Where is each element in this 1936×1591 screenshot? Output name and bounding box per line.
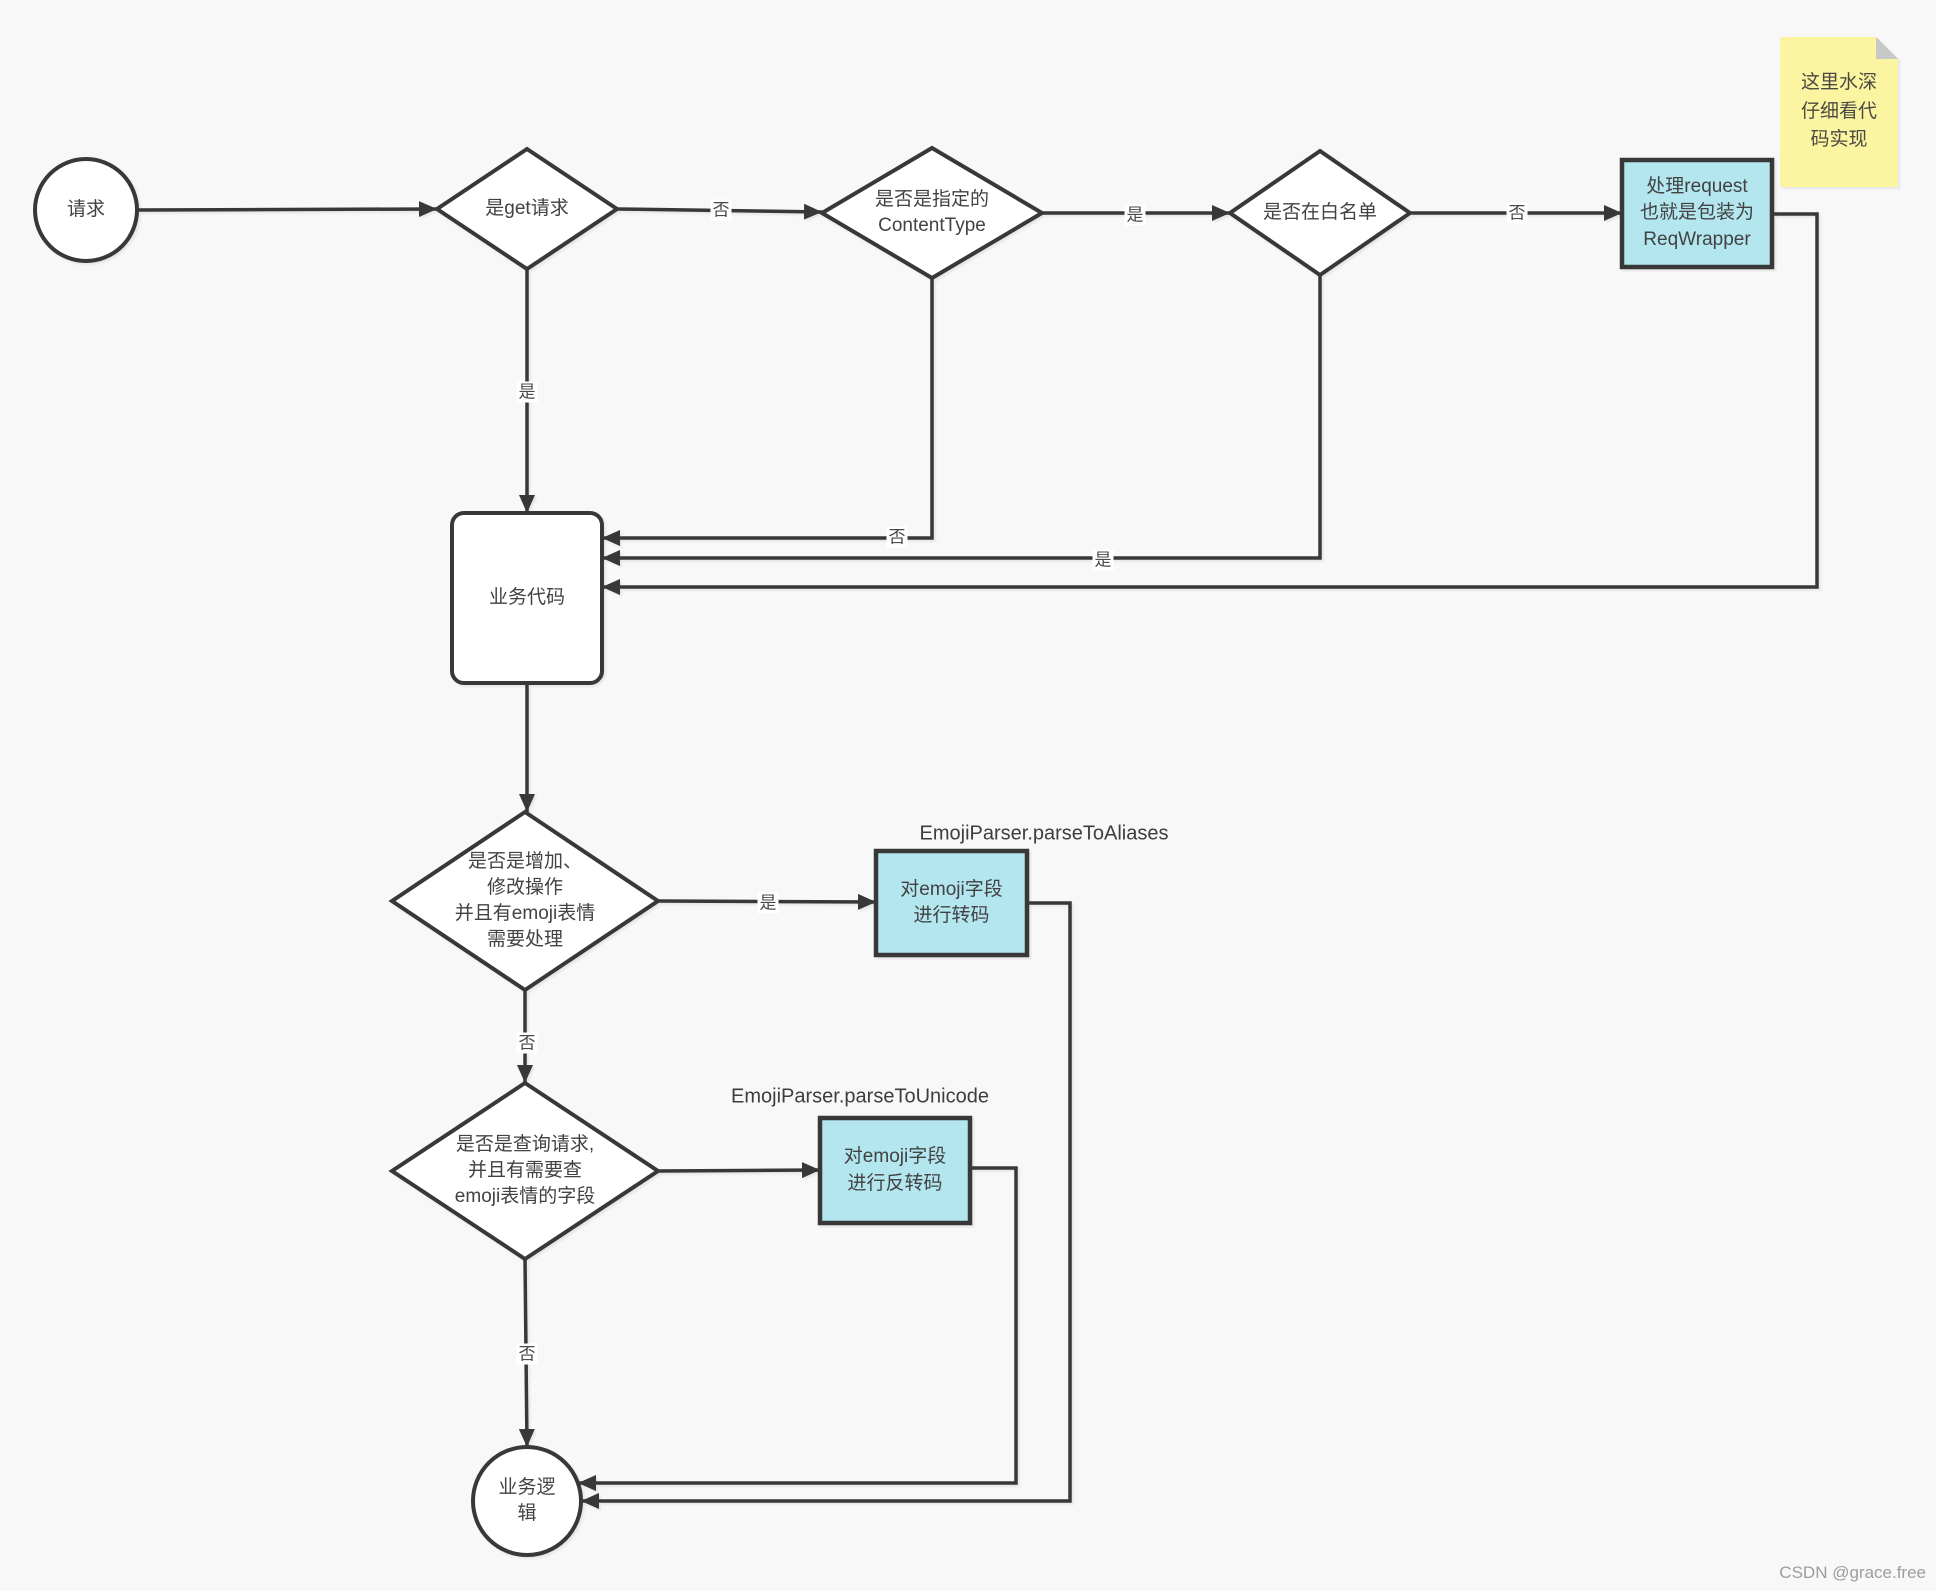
edge-start-to-isget [136, 201, 438, 218]
end-circle [471, 1445, 583, 1557]
edge-contenttype-no-to-bizcode [602, 278, 934, 546]
diamond-is-whitelist [1226, 148, 1414, 278]
edge-isaddupdate-yes-to-encode [657, 893, 877, 910]
note-fold-corner [1876, 37, 1898, 59]
diamond-is-get [433, 146, 621, 272]
biz-code-box [450, 511, 604, 685]
diamond-is-add-update [388, 809, 662, 993]
edge-isget-no-to-contenttype [616, 203, 823, 220]
edge-whitelist-yes-to-bizcode [602, 275, 1322, 566]
wrap-request-box [1619, 157, 1775, 270]
diamond-is-content-type [818, 145, 1046, 281]
diamond-is-query [388, 1080, 662, 1262]
edge-decode-to-end [578, 1166, 1018, 1491]
encode-emoji-box [873, 848, 1030, 958]
edge-wrapper-to-bizcode [602, 212, 1819, 595]
edge-isquery-to-decode [657, 1162, 821, 1179]
decode-emoji-box [817, 1115, 973, 1226]
edge-isquery-no-to-end [518, 1258, 535, 1448]
start-circle [33, 157, 139, 263]
sticky-note [1780, 37, 1898, 187]
edge-encode-to-end [581, 901, 1072, 1509]
